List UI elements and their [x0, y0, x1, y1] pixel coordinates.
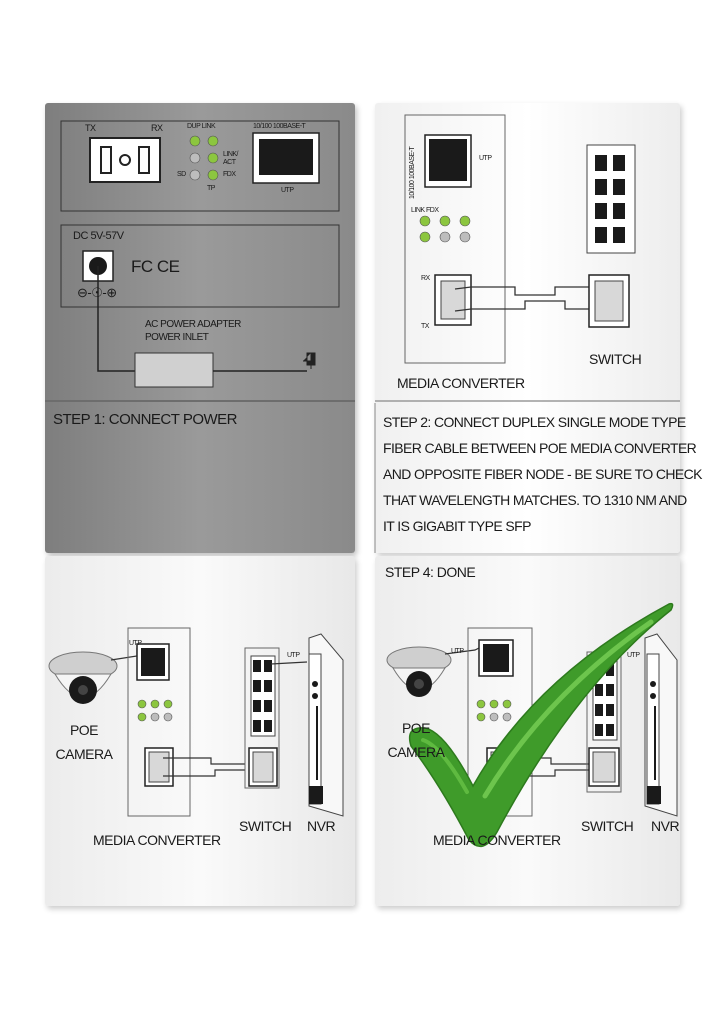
rx-label: RX: [151, 123, 163, 133]
step-4-text: STEP 4: DONE: [385, 564, 476, 580]
cert-marks: FC CE: [131, 257, 180, 276]
switch-ports: [586, 144, 636, 254]
panel-step-2: 10/100 100BASE-T UTP LINK FDX RX TX SWIT…: [374, 103, 703, 553]
power-plug-icon: [303, 352, 316, 369]
panel-step-1: TX RX DUP LINK LINK/ ACT SD FDX TP 10/10…: [45, 103, 355, 553]
checkmark-icon: [408, 602, 674, 848]
step-2-line: STEP 2: CONNECT DUPLEX SINGLE MODE TYPE: [383, 414, 686, 430]
panel-1-drawing: [45, 120, 355, 402]
step-2-line: IT IS GIGABIT TYPE SFP: [383, 518, 531, 534]
nvr-label: NVR: [651, 818, 680, 834]
link-act-label: LINK/ ACT: [223, 151, 239, 166]
nvr-label: NVR: [307, 818, 336, 834]
switch-label: SWITCH: [239, 818, 292, 834]
step-2-line: FIBER CABLE BETWEEN POE MEDIA CONVERTER: [383, 440, 697, 456]
media-converter-label: MEDIA CONVERTER: [397, 375, 525, 391]
panel-step-4: STEP 4: DONE POE CAMERA UTP UTP MEDIA CO…: [375, 556, 680, 906]
led-top-label: DUP LINK: [187, 123, 216, 130]
tp-label: TP: [207, 185, 215, 192]
adapter-label: AC POWER ADAPTER POWER INLET: [145, 319, 241, 343]
utp-label-2: UTP: [287, 652, 300, 659]
panel-3-drawing: [48, 627, 344, 817]
step-2-line: THAT WAVELENGTH MATCHES. TO 1310 NM AND: [383, 492, 687, 508]
rx-label: RX: [421, 275, 430, 282]
media-converter-label: MEDIA CONVERTER: [93, 832, 221, 848]
led-labels: LINK FDX: [411, 207, 439, 214]
utp-label: UTP: [479, 155, 492, 162]
switch-label: SWITCH: [581, 818, 634, 834]
panel-step-3: POE CAMERA UTP UTP MEDIA CONVERTER SWITC…: [45, 556, 355, 906]
panel-4-drawing: [386, 602, 678, 848]
utp-label-1: UTP: [451, 648, 464, 655]
step-2-line: AND OPPOSITE FIBER NODE - BE SURE TO CHE…: [383, 466, 703, 482]
tx-label: TX: [85, 123, 96, 133]
fdx-label: FDX: [223, 171, 236, 178]
port-top-label: 10/100 100BASE-T: [253, 123, 306, 130]
camera-label: POE CAMERA: [55, 722, 113, 762]
utp-label-2: UTP: [627, 652, 640, 659]
camera-label: POE CAMERA: [387, 720, 445, 760]
power-label: DC 5V-57V: [73, 230, 124, 242]
panel-2-drawing: [374, 114, 680, 553]
polarity-symbol: ⊖-☉-⊕: [77, 285, 117, 300]
dome-camera-icon: [48, 651, 118, 704]
tx-label: TX: [421, 323, 429, 330]
port-side-label: 10/100 100BASE-T: [409, 146, 416, 199]
sd-label: SD: [177, 171, 186, 178]
power-adapter-box: [134, 352, 214, 388]
step-1-text: STEP 1: CONNECT POWER: [53, 411, 237, 428]
media-converter-label: MEDIA CONVERTER: [433, 832, 561, 848]
port-bottom-label: UTP: [281, 187, 294, 194]
step-2-text: STEP 2: CONNECT DUPLEX SINGLE MODE TYPE …: [383, 409, 703, 539]
utp-label-1: UTP: [129, 640, 142, 647]
dome-camera-icon: [386, 646, 452, 697]
switch-label: SWITCH: [589, 351, 642, 367]
